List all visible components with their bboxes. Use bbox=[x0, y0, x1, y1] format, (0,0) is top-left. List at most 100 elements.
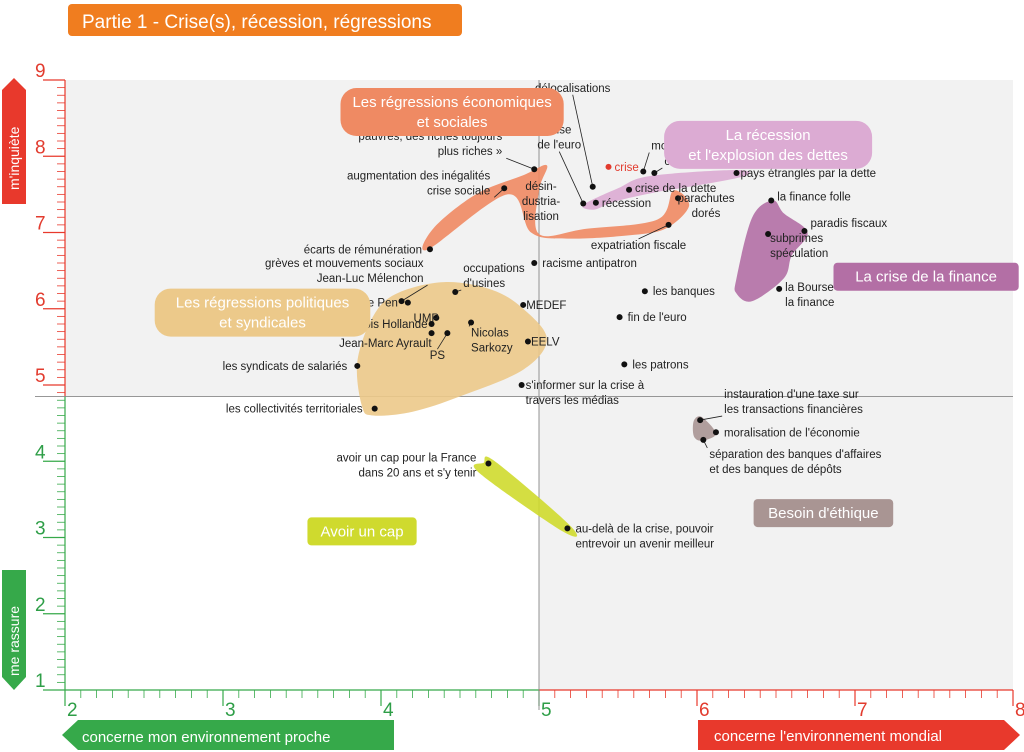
x-tick-label: 8 bbox=[1015, 700, 1024, 721]
point-label: paradis fiscaux bbox=[810, 218, 887, 230]
point-marker bbox=[605, 163, 612, 170]
leader-line bbox=[437, 332, 448, 350]
point-marker bbox=[641, 288, 648, 295]
axis-arrow-top bbox=[2, 78, 26, 204]
ylabel-bottom: me rassure bbox=[6, 606, 22, 676]
y-tick-label: 7 bbox=[35, 214, 46, 235]
point-marker bbox=[712, 429, 719, 436]
grid bbox=[43, 79, 1014, 706]
point-marker bbox=[426, 246, 433, 253]
point-label: la finance folle bbox=[777, 191, 851, 203]
point-label: les collectivités territoriales bbox=[226, 404, 363, 416]
point-15: la finance folle bbox=[768, 191, 851, 204]
quadrant-bottom-right bbox=[539, 396, 1013, 690]
point-label: PS bbox=[430, 350, 446, 362]
point-label: EELV bbox=[531, 337, 560, 349]
cluster-label-bg bbox=[833, 262, 1019, 291]
leader-line bbox=[506, 157, 535, 170]
point-31: PS bbox=[430, 330, 451, 362]
point-label: pays étranglés par la dette bbox=[741, 168, 877, 180]
cluster-label-bg bbox=[154, 288, 371, 337]
point-marker bbox=[580, 200, 587, 207]
y-tick-label: 9 bbox=[35, 61, 46, 82]
axis-banners: Partie 1 - Crise(s), récession, régressi… bbox=[2, 4, 1020, 750]
y-tick-label: 8 bbox=[35, 137, 46, 158]
point-label: crise bbox=[615, 162, 639, 174]
point-marker bbox=[398, 298, 405, 305]
point-21: MEDEF bbox=[520, 300, 566, 312]
point-marker bbox=[801, 227, 808, 234]
point-marker bbox=[444, 330, 451, 337]
point-marker bbox=[371, 405, 378, 412]
point-marker bbox=[468, 319, 475, 326]
point-label: expatriation fiscale bbox=[591, 240, 686, 252]
point-11: pays étranglés par la dette bbox=[733, 168, 877, 180]
y-tick-label: 5 bbox=[35, 366, 46, 387]
cluster-label-2: La crise de la finance bbox=[833, 262, 1019, 291]
cluster-label-5: Besoin d'éthique bbox=[753, 499, 894, 528]
chart-title: Partie 1 - Crise(s), récession, régressi… bbox=[82, 12, 432, 33]
point-marker bbox=[428, 321, 435, 327]
point-marker bbox=[428, 330, 435, 337]
point-label: les banques bbox=[653, 286, 715, 298]
cluster-label-bg bbox=[753, 499, 894, 528]
point-20: fin de l'euro bbox=[616, 312, 687, 324]
cluster-label-text: Besoin d'éthique bbox=[768, 505, 878, 522]
point-marker bbox=[616, 314, 623, 321]
point-marker bbox=[520, 301, 527, 308]
cluster-area-0 bbox=[422, 164, 690, 251]
axis-arrow-right bbox=[698, 720, 1020, 750]
point-14: racisme antipatron bbox=[531, 258, 637, 270]
y-tick-label: 6 bbox=[35, 290, 46, 311]
point-6: crise bbox=[605, 162, 639, 174]
leader-line bbox=[572, 94, 594, 187]
cluster-area-2 bbox=[734, 200, 808, 302]
point-marker bbox=[404, 299, 411, 306]
point-13: expatriation fiscale bbox=[591, 221, 686, 252]
point-marker bbox=[733, 170, 740, 177]
point-8: crise de la dette bbox=[626, 183, 716, 195]
point-marker bbox=[700, 436, 707, 443]
point-marker bbox=[354, 362, 361, 369]
point-34: les collectivités territoriales bbox=[226, 404, 378, 416]
point-label: moralisation de l'économie bbox=[724, 427, 860, 439]
point-23: les patrons bbox=[621, 359, 689, 371]
point-marker bbox=[651, 170, 658, 177]
x-tick-label: 6 bbox=[699, 700, 710, 721]
point-2: désin-dustria-lisation bbox=[522, 181, 561, 223]
title-banner bbox=[68, 4, 462, 36]
cluster-area-3 bbox=[356, 282, 547, 416]
point-marker bbox=[531, 260, 538, 266]
cluster-label-bg bbox=[664, 120, 873, 169]
point-33: les syndicats de salariés bbox=[223, 361, 361, 373]
point-marker bbox=[768, 197, 775, 204]
y-tick-label: 3 bbox=[35, 519, 46, 540]
cluster-label-4: Avoir un cap bbox=[307, 517, 417, 546]
cluster-areas bbox=[356, 164, 808, 537]
point-16: paradis fiscaux bbox=[801, 218, 887, 234]
leader-line bbox=[642, 152, 650, 172]
x-tick-label: 3 bbox=[225, 700, 236, 721]
point-7: récession bbox=[592, 198, 651, 210]
x-tick-label: 2 bbox=[67, 700, 78, 721]
